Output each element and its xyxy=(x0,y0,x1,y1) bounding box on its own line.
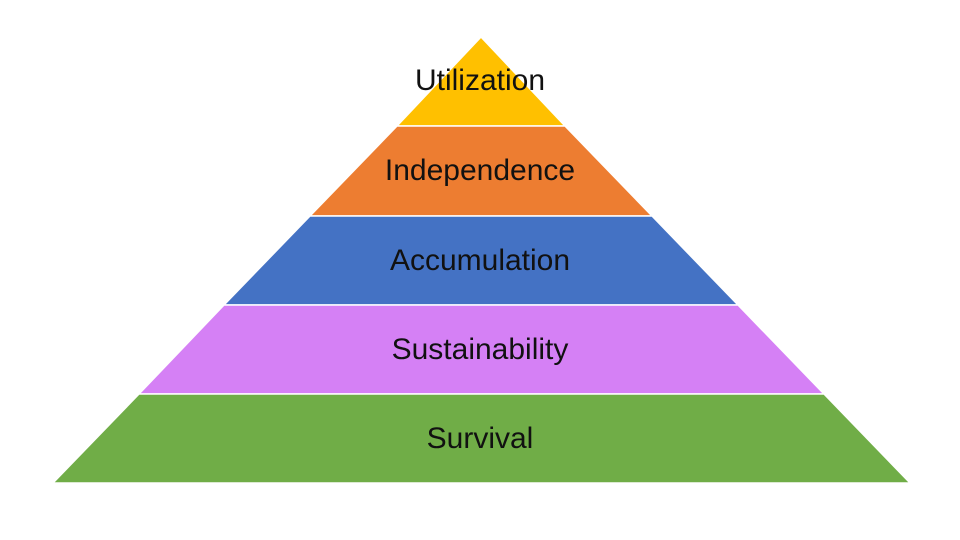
tier-survival-label: Survival xyxy=(427,422,534,455)
tier-sustainability: Sustainability xyxy=(137,304,826,395)
tier-survival: Survival xyxy=(51,393,912,484)
tier-utilization: Utilization xyxy=(395,35,567,127)
tier-utilization-label: Utilization xyxy=(415,64,545,97)
tier-independence: Independence xyxy=(308,125,654,217)
tier-sustainability-label: Sustainability xyxy=(392,333,569,366)
tier-survival-shape xyxy=(51,393,912,484)
tier-independence-label: Independence xyxy=(385,154,575,187)
tier-accumulation-label: Accumulation xyxy=(390,244,570,277)
tier-accumulation: Accumulation xyxy=(222,215,740,306)
